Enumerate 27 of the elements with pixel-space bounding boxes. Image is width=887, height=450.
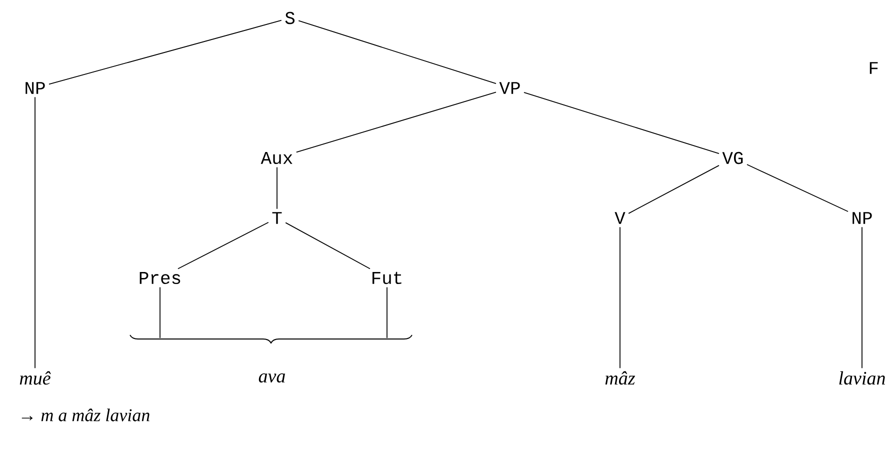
- text-label: F: [870, 62, 878, 74]
- tree-branch: [48, 20, 282, 85]
- tree-branch: [746, 164, 848, 212]
- word-label: muê: [20, 371, 51, 385]
- tree-branch: [628, 164, 720, 214]
- category-label: VG: [722, 152, 743, 164]
- category-label: T: [272, 212, 282, 224]
- text-label: → m a mâz lavian: [22, 408, 150, 422]
- tree-branch: [386, 286, 388, 338]
- tree-branch: [524, 92, 720, 154]
- tree-branch: [34, 96, 36, 369]
- tree-branch: [285, 222, 370, 270]
- category-label: NP: [26, 82, 45, 94]
- tree-branch: [298, 20, 496, 84]
- word-label: mâz: [605, 371, 636, 385]
- category-label: NP: [852, 212, 872, 224]
- tree-branch: [296, 92, 496, 153]
- category-label: V: [614, 212, 626, 224]
- category-label: Pres: [140, 272, 180, 284]
- category-label: Aux: [260, 152, 292, 164]
- tree-branch: [178, 222, 269, 270]
- category-label: Fut: [372, 272, 402, 284]
- category-label: S: [285, 12, 295, 24]
- word-label: ava: [258, 373, 285, 383]
- tree-branch: [276, 166, 278, 210]
- category-label: VP: [499, 82, 520, 94]
- word-label: lavian: [839, 371, 885, 385]
